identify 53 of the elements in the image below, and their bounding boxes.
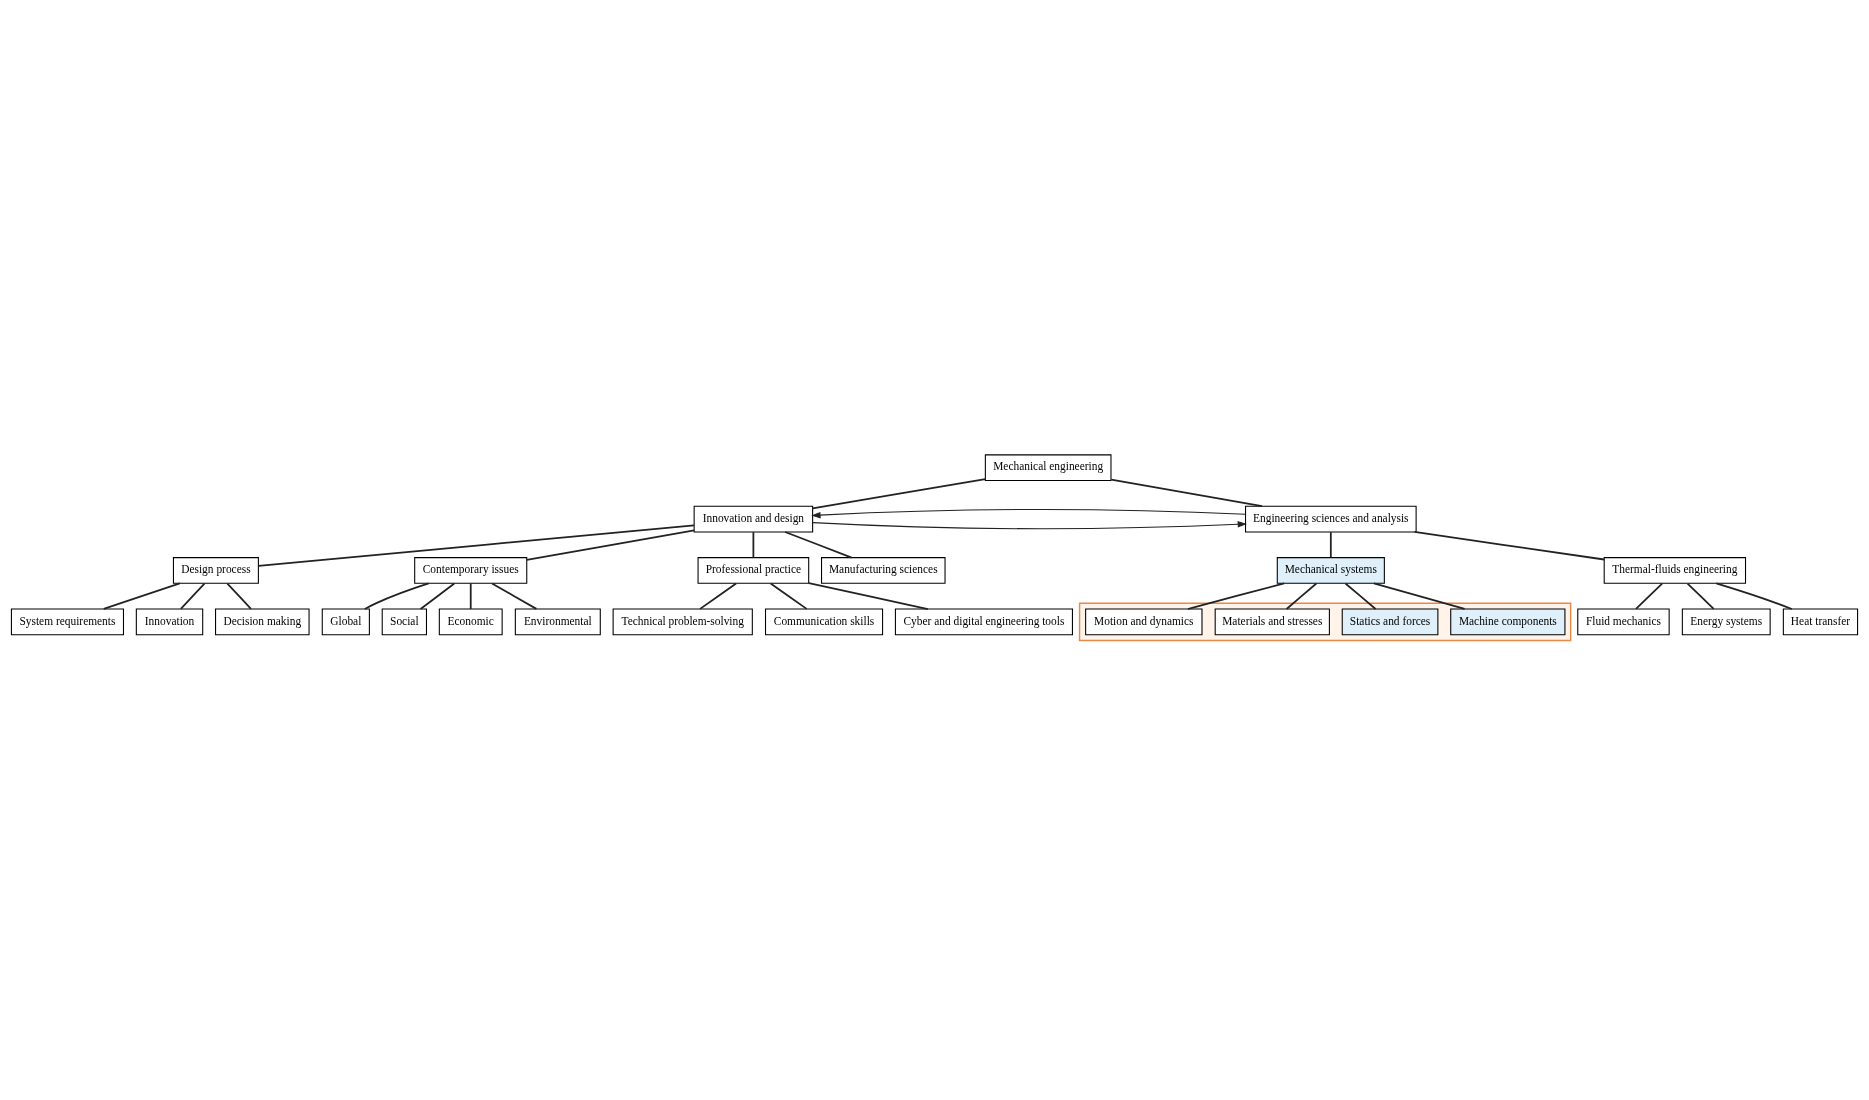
node-box: Innovation <box>135 608 204 635</box>
connector <box>769 582 808 610</box>
node-box: Economic <box>438 608 503 635</box>
node-box: Technical problem-solving <box>612 608 753 635</box>
node-box: Energy systems <box>1681 608 1771 635</box>
connector <box>752 530 755 558</box>
connector <box>226 582 252 610</box>
node-box: Cyber and digital engineering tools <box>894 608 1073 635</box>
node-box: Motion and dynamics <box>1085 608 1203 635</box>
node-box: Innovation and design <box>693 505 814 532</box>
node-box: Materials and stresses <box>1214 608 1330 635</box>
connector <box>1715 582 1793 610</box>
connector <box>1285 582 1318 610</box>
connector <box>525 528 695 561</box>
connector <box>784 530 853 558</box>
node-box: Global <box>321 608 370 635</box>
node-box: Heat transfer <box>1782 608 1859 635</box>
connector <box>1329 530 1332 558</box>
node-box: Engineering sciences and analysis <box>1245 505 1417 532</box>
node-box: Professional practice <box>697 556 810 584</box>
connector <box>1635 582 1664 610</box>
node-box: Mechanical engineering <box>984 453 1112 481</box>
node-box: Mechanical systems <box>1276 556 1385 584</box>
node-box: Decision making <box>215 608 310 635</box>
node-box: Machine components <box>1450 608 1566 635</box>
node-box: Thermal-fluids engineering <box>1603 556 1747 584</box>
node-box: Fluid mechanics <box>1577 608 1670 635</box>
node-box: Communication skills <box>765 608 884 635</box>
connector <box>419 582 456 610</box>
connector <box>699 582 737 610</box>
node-box: Environmental <box>514 608 601 635</box>
node-box: Manufacturing sciences <box>821 556 946 584</box>
node-box: Design process <box>172 556 259 584</box>
connector <box>1413 530 1606 560</box>
node-box: Contemporary issues <box>414 556 528 584</box>
connector <box>1686 582 1715 610</box>
connector <box>179 582 206 610</box>
arrow <box>812 520 1247 529</box>
arrow <box>811 508 1246 518</box>
connector <box>1344 582 1377 610</box>
connector <box>491 582 538 610</box>
node-box: Statics and forces <box>1341 608 1439 635</box>
connector <box>1373 581 1466 610</box>
cluster <box>1078 602 1572 641</box>
connector <box>257 523 695 567</box>
connector <box>1186 581 1286 610</box>
connector <box>469 582 472 610</box>
connector <box>102 581 181 610</box>
connector <box>1110 478 1263 507</box>
connector <box>811 477 987 509</box>
node-box: System requirements <box>10 608 124 635</box>
node-box: Social <box>381 608 427 635</box>
connector <box>363 581 430 610</box>
